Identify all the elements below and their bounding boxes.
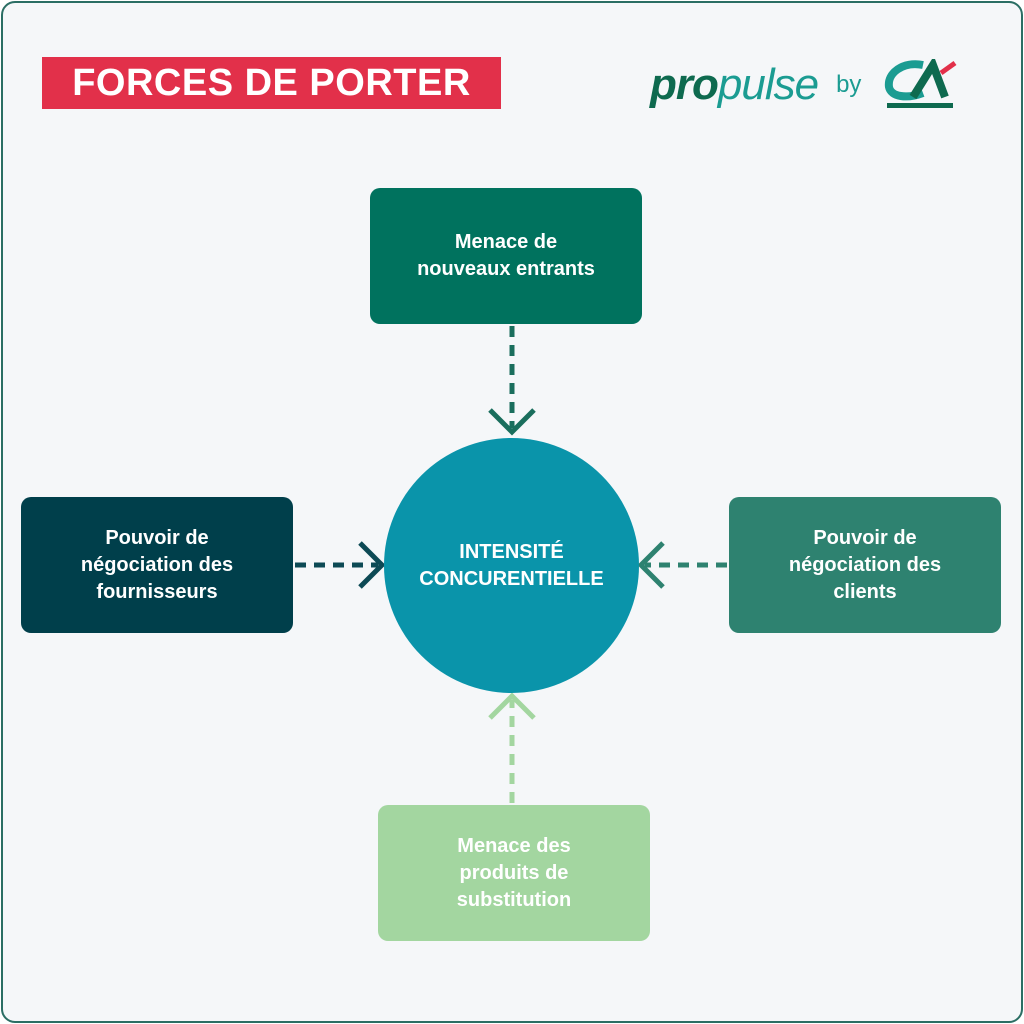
page-title: FORCES DE PORTER xyxy=(42,57,501,109)
logo-pro: pro xyxy=(650,60,719,109)
arrow-right xyxy=(637,541,727,589)
force-line: fournisseurs xyxy=(96,580,218,603)
force-line: négociation des xyxy=(80,553,234,576)
center-line: CONCURENTIELLE xyxy=(419,567,604,590)
force-line: Pouvoir de xyxy=(813,526,917,549)
force-suppliers: Pouvoir de négociation des fournisseurs xyxy=(21,497,293,633)
center-line: INTENSITÉ xyxy=(459,540,564,563)
center-rivalry: INTENSITÉ CONCURENTIELLE xyxy=(384,438,639,693)
logo-by: by xyxy=(836,71,862,98)
force-line: substitution xyxy=(456,888,572,911)
force-line: Pouvoir de xyxy=(105,526,209,549)
force-line: nouveaux entrants xyxy=(417,258,595,280)
arrow-top xyxy=(488,326,536,436)
force-line: Menace des xyxy=(457,834,571,857)
logo-pulse: pulse xyxy=(717,60,819,109)
force-line: Menace de xyxy=(454,231,558,253)
arrow-left xyxy=(295,541,386,589)
credit-agricole-logo-icon xyxy=(885,59,957,108)
force-substitutes: Menace des produits de substitution xyxy=(378,805,650,941)
force-line: produits de xyxy=(459,861,569,884)
force-new-entrants: Menace de nouveaux entrants xyxy=(370,188,642,324)
force-line: clients xyxy=(833,580,897,603)
force-clients: Pouvoir de négociation des clients xyxy=(729,497,1001,633)
arrow-bottom xyxy=(488,692,536,803)
force-line: négociation des xyxy=(788,553,942,576)
